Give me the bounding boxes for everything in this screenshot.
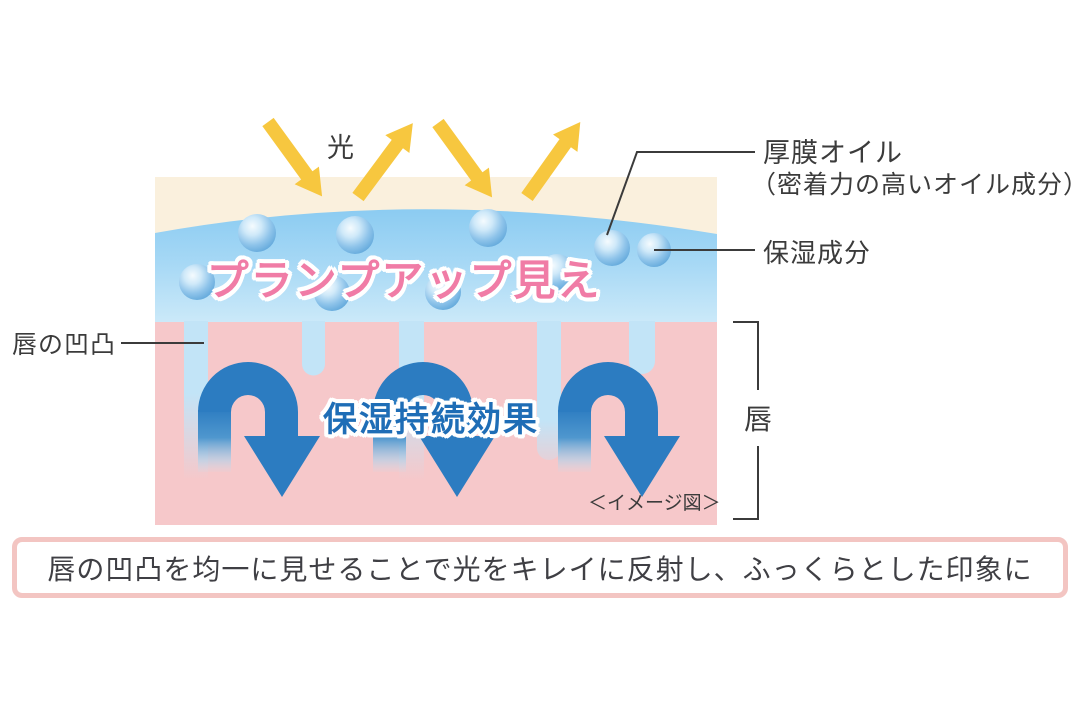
- moisture-bubble-icon: [238, 214, 276, 252]
- moisture-groove-deep-3: [537, 321, 561, 460]
- light-ray-reflected-icon: [521, 122, 581, 202]
- caption-text: 唇の凹凸を均一に見せることで光をキレイに反射し、ふっくらとした印象に: [47, 553, 1033, 585]
- moisture-bubble-icon: [469, 209, 507, 247]
- moisture-bubbles: [179, 209, 671, 311]
- lip-cross-section-diagram: [121, 117, 759, 525]
- image-note-label: ＜イメージ図＞: [588, 493, 721, 514]
- moisture-bubble-icon: [425, 274, 461, 310]
- oil-label-line2: （密着力の高いオイル成分）: [751, 171, 1080, 199]
- moisture-bubble-icon: [539, 254, 575, 290]
- light-ray-reflected-icon: [352, 123, 413, 202]
- moisture-bubble-icon: [336, 216, 374, 254]
- moisture-circulation-arrow-icon-1: [198, 362, 320, 497]
- oil-leader-line: [606, 151, 755, 236]
- lip-bracket: [733, 321, 759, 520]
- light-label: 光: [327, 133, 355, 163]
- light-rays: [262, 117, 581, 202]
- moisture-groove-short-2: [629, 321, 655, 374]
- leader-lines: [121, 151, 759, 520]
- gloss-layer: [155, 209, 717, 322]
- moisture-circulation-arrow-icon-3: [558, 362, 680, 497]
- lip-unevenness-label: 唇の凹凸: [12, 331, 117, 359]
- moisture-bubble-icon: [179, 264, 215, 300]
- moisture-retention-title: 保湿持続効果: [323, 401, 539, 439]
- moisture-bubble-icon: [314, 275, 350, 311]
- oil-label-line1: 厚膜オイル: [763, 138, 903, 168]
- caption-box: 唇の凹凸を均一に見せることで光をキレイに反射し、ふっくらとした印象に: [12, 537, 1068, 598]
- light-ray-incoming-icon: [262, 117, 323, 197]
- plump-up-title: プランプアップ見え: [206, 257, 602, 304]
- moisture-bubble-icon: [594, 230, 630, 266]
- lip-label: 唇: [744, 404, 774, 435]
- light-ray-incoming-icon: [432, 118, 493, 198]
- lip-layer: [155, 322, 717, 525]
- moisturizing-ingredient-label: 保湿成分: [763, 238, 872, 268]
- moisture-circulation-arrow-icon-2: [373, 362, 495, 497]
- moisture-groove-short-1: [302, 321, 325, 376]
